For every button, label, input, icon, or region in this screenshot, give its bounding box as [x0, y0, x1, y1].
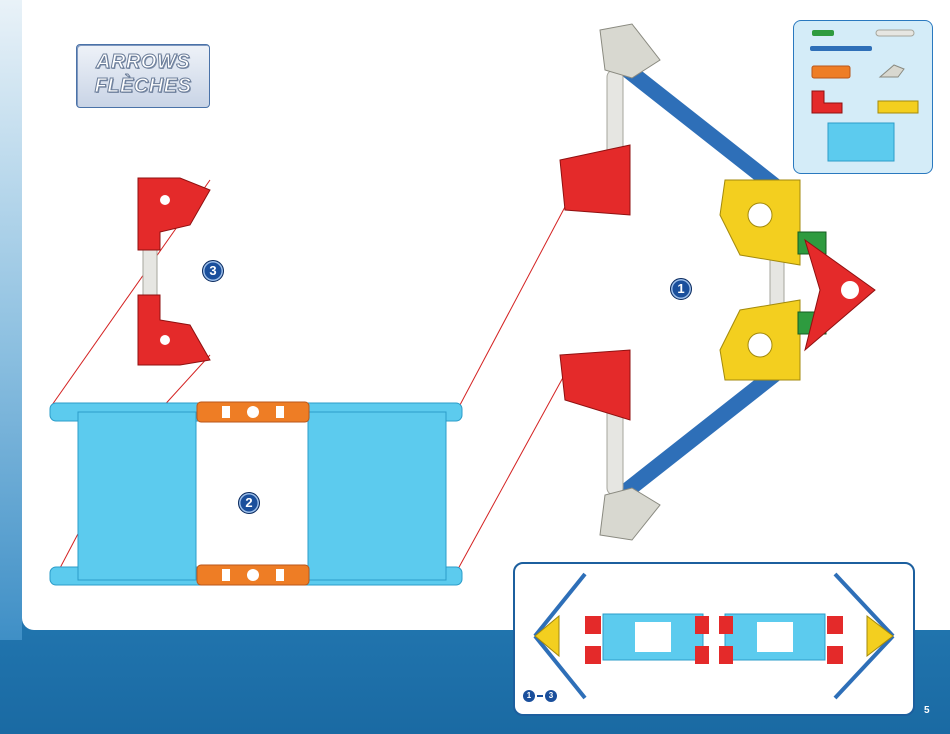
preview-step-range-separator: [537, 695, 543, 697]
preview-left-arrow: [535, 574, 709, 698]
legend-gray-connector-icon: [880, 65, 904, 77]
legend-white-rod-icon: [876, 30, 914, 36]
parts-legend-box: [793, 20, 933, 174]
preview-right-arrow: [719, 574, 893, 698]
legend-cyan-panel-icon: [828, 123, 894, 161]
part-cyan-panel-assembly: [50, 402, 462, 585]
page-number: 5: [924, 705, 930, 716]
preview-step-end-badge: 3: [545, 690, 557, 702]
legend-red-connector-icon: [812, 91, 842, 113]
step-badge-2: 2: [238, 492, 260, 514]
parts-legend-graphic: [794, 21, 932, 173]
step-badge-3: 3: [202, 260, 224, 282]
completed-preview-box: 1 3: [513, 562, 915, 716]
preview-step-start-badge: 1: [523, 690, 535, 702]
legend-orange-connector-icon: [812, 66, 850, 78]
completed-arrows-preview: [515, 564, 913, 714]
step-badge-1: 1: [670, 278, 692, 300]
legend-green-rod-icon: [812, 30, 834, 36]
part-red-connector-pair: [138, 178, 210, 365]
legend-blue-rod-icon: [810, 46, 872, 51]
legend-yellow-connector-icon: [878, 101, 918, 113]
